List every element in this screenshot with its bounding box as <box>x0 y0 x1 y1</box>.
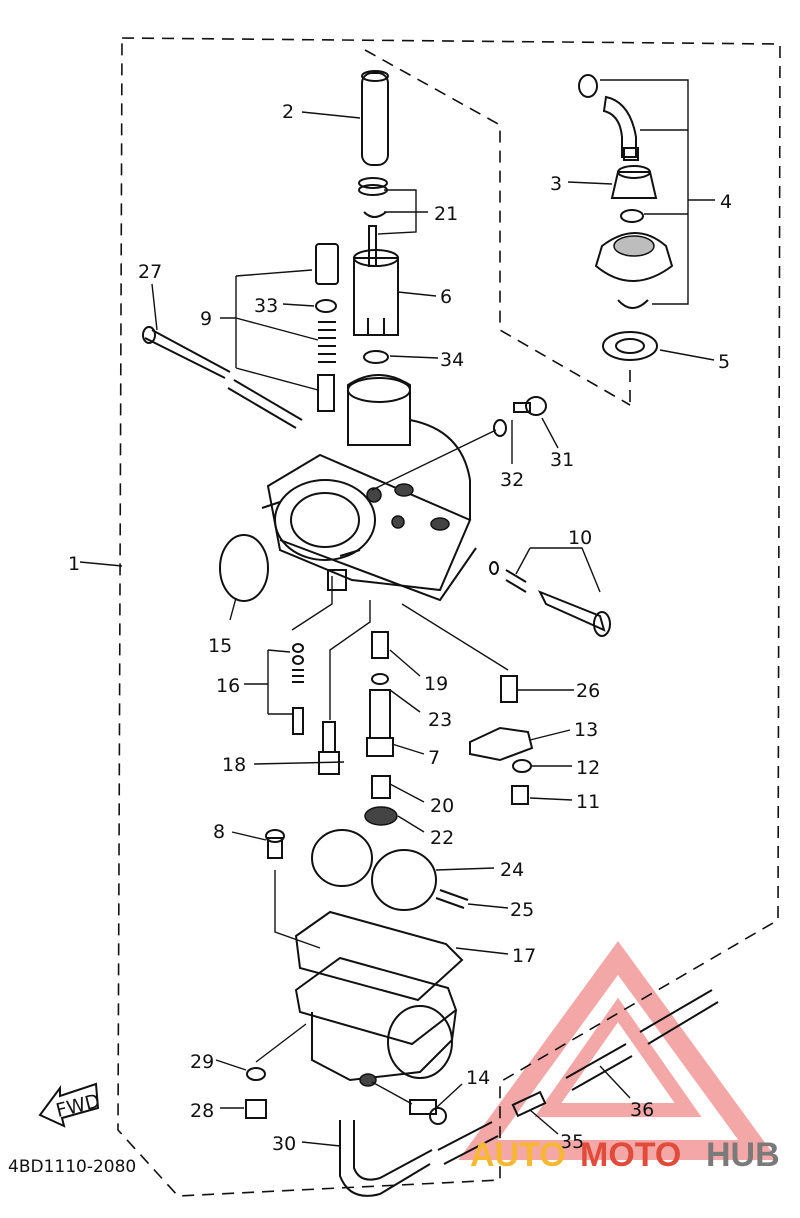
callout-16: 16 <box>216 675 240 697</box>
part-27-hose <box>142 326 303 429</box>
drawing-code: 4BD1110-2080 <box>8 1157 136 1177</box>
callout-11: 11 <box>576 791 600 813</box>
callout-22: 22 <box>430 827 454 849</box>
fwd-arrow: FWD <box>38 1082 102 1128</box>
callout-4: 4 <box>720 191 732 213</box>
callout-29: 29 <box>190 1051 214 1073</box>
part-4-cap-assembly <box>578 74 674 309</box>
part-30-drain-hose <box>339 1120 499 1197</box>
callout-26: 26 <box>576 680 600 702</box>
part-7-needle-jet <box>366 689 394 757</box>
callout-36: 36 <box>630 1099 654 1121</box>
callout-14: 14 <box>466 1067 490 1089</box>
part-25-float-pin <box>435 889 469 909</box>
callout-18: 18 <box>222 754 246 776</box>
part-36-hose <box>565 989 719 1091</box>
callout-6: 6 <box>440 286 452 308</box>
part-24-float <box>311 829 437 911</box>
callout-24: 24 <box>500 859 524 881</box>
callout-33: 33 <box>254 295 278 317</box>
part-32-washer <box>493 419 507 437</box>
callout-13: 13 <box>574 719 598 741</box>
part-15-gasket <box>219 534 269 602</box>
part-31-screw <box>513 396 547 416</box>
callout-5: 5 <box>718 351 730 373</box>
part-13-gasket <box>469 726 534 762</box>
part-10-throttle-stop-screw <box>489 561 611 637</box>
part-20-valve-seat <box>371 775 391 799</box>
part-2-throttle-tube <box>361 70 389 166</box>
callout-15: 15 <box>208 635 232 657</box>
callout-2: 2 <box>282 101 294 123</box>
part-17-float-bowl <box>294 910 464 1087</box>
part-35-fitting <box>511 1090 547 1118</box>
callout-10: 10 <box>568 527 592 549</box>
callout-21: 21 <box>434 203 458 225</box>
part-16-starter-plunger <box>292 643 304 735</box>
part-1-carburetor-body <box>261 374 477 602</box>
watermark-word-hub: HUB <box>706 1136 780 1174</box>
part-12-washer <box>512 759 532 773</box>
part-29-washer <box>246 1067 266 1081</box>
part-23-o-ring <box>371 673 389 685</box>
part-14-drain-screw <box>409 1099 447 1125</box>
leader-lines <box>79 79 715 1147</box>
callout-32: 32 <box>500 469 524 491</box>
watermark-word-moto: MOTO <box>580 1136 681 1174</box>
callout-25: 25 <box>510 899 534 921</box>
watermark-word-auto: AUTO <box>470 1136 566 1174</box>
callout-31: 31 <box>550 449 574 471</box>
part-21-needle-clip <box>358 177 388 267</box>
callout-20: 20 <box>430 795 454 817</box>
part-8-screw <box>265 829 285 859</box>
part-6-throttle-slide <box>353 249 399 336</box>
callout-3: 3 <box>550 173 562 195</box>
part-5-gasket <box>602 331 658 361</box>
callout-12: 12 <box>576 757 600 779</box>
part-18-pilot-jet <box>318 721 340 775</box>
callout-7: 7 <box>428 747 440 769</box>
part-34-washer <box>363 350 389 364</box>
part-11-screw <box>511 785 529 805</box>
part-26-jet <box>500 675 518 703</box>
watermark-text: AUTO MOTO HUB <box>470 1136 780 1174</box>
callout-1: 1 <box>68 553 80 575</box>
callout-27: 27 <box>138 261 162 283</box>
callout-labels: 1 2 3 4 5 6 7 8 9 10 11 12 13 14 15 16 1… <box>68 101 732 1155</box>
part-28-drain-plug <box>245 1099 267 1119</box>
part-19-main-jet <box>371 631 389 659</box>
part-9-adjuster-set <box>315 243 339 412</box>
part-22-washer <box>364 806 398 826</box>
callout-23: 23 <box>428 709 452 731</box>
callout-34: 34 <box>440 349 464 371</box>
callout-19: 19 <box>424 673 448 695</box>
callout-9: 9 <box>200 308 212 330</box>
assembly-boundary <box>117 37 781 1197</box>
watermark-logo <box>458 941 778 1160</box>
callout-35: 35 <box>560 1131 584 1153</box>
callout-8: 8 <box>213 821 225 843</box>
callout-28: 28 <box>190 1100 214 1122</box>
callout-30: 30 <box>272 1133 296 1155</box>
callout-17: 17 <box>512 945 536 967</box>
